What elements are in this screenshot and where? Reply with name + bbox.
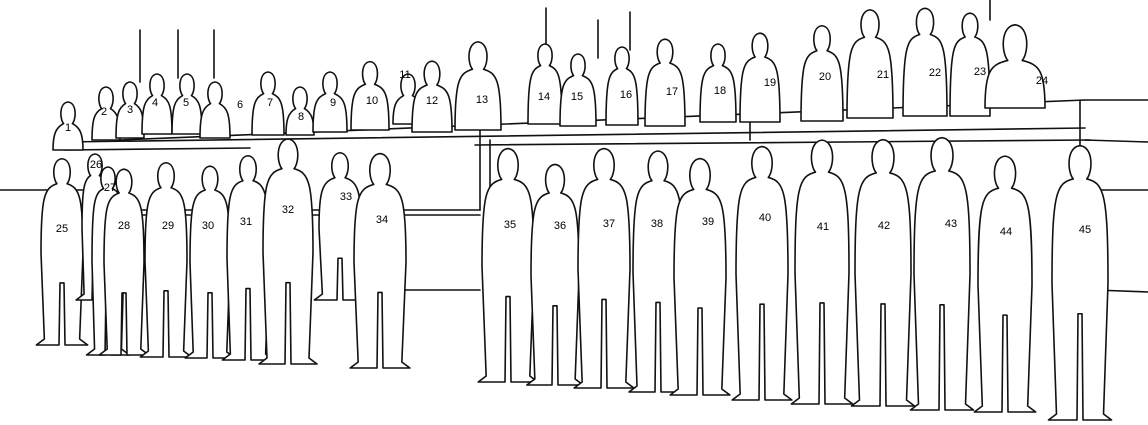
figure-number-label: 28 [118,220,130,232]
figure-number-label: 14 [538,91,550,103]
figure-number-label: 8 [298,111,304,123]
figure-number-label: 33 [340,191,352,203]
figure-number-label: 10 [366,95,378,107]
back-row-figure [606,47,638,125]
front-row-figure [1048,146,1111,420]
front-row-figure [36,159,87,345]
structure-line [65,148,250,150]
figure-number-label: 20 [819,71,831,83]
figure-number-label: 2 [101,106,107,118]
figure-number-label: 15 [571,91,583,103]
back-row-figure [950,13,990,116]
figure-number-label: 21 [877,69,889,81]
back-row-figure [645,39,685,126]
figure-number-label: 25 [56,223,68,235]
back-row-figures [53,8,1045,150]
figure-number-label: 13 [476,94,488,106]
figure-number-label: 40 [759,212,771,224]
figure-number-label: 18 [714,85,726,97]
figure-number-label: 19 [764,77,776,89]
figure-number-label: 3 [127,104,133,116]
back-row-figure [847,10,893,118]
front-row-figure [732,147,792,400]
figure-number-label: 34 [376,214,388,226]
front-row-figure [350,154,410,368]
back-row-figure [985,25,1045,108]
figure-number-label: 41 [817,221,829,233]
front-row-figure [670,159,730,395]
figure-number-label: 30 [202,220,214,232]
figure-number-label: 17 [666,86,678,98]
figure-number-label: 31 [240,216,252,228]
front-row-figures [36,138,1111,420]
figure-number-label: 1 [65,122,71,134]
figure-number-label: 4 [152,97,158,109]
front-row-figure [851,140,914,406]
figure-number-label: 37 [603,218,615,230]
figure-number-label: 12 [426,95,438,107]
figure-number-label: 22 [929,67,941,79]
figure-number-label: 24 [1036,75,1048,87]
figure-number-label: 44 [1000,226,1012,238]
figure-number-label: 42 [878,220,890,232]
front-row-figure [974,156,1035,412]
figure-number-label: 23 [974,66,986,78]
figure-number-label: 39 [702,216,714,228]
figure-number-label: 45 [1079,224,1091,236]
figure-number-label: 26 [90,159,102,171]
figure-number-label: 36 [554,220,566,232]
structure-line [1085,140,1148,142]
structure-line [475,140,1090,145]
back-row-figure [700,44,736,122]
front-row-figure [527,164,583,385]
figure-number-label: 9 [330,97,336,109]
front-row-figure [478,149,538,382]
figure-number-label: 16 [620,89,632,101]
front-row-figure [574,149,634,388]
front-row-figure [259,139,317,364]
figure-number-label: 35 [504,219,516,231]
front-row-figure [910,138,973,410]
figure-number-label: 38 [651,218,663,230]
figure-number-label: 43 [945,218,957,230]
figure-number-label: 27 [104,182,116,194]
back-row-figure [455,42,501,130]
figure-number-label: 29 [162,220,174,232]
back-row-figure [903,8,947,116]
front-row-figure [140,163,191,357]
front-row-figure [791,140,852,404]
back-row-figure [528,44,562,124]
figure-number-label: 32 [282,204,294,216]
figure-number-label: 7 [267,97,273,109]
figure-number-label: 11 [399,69,410,81]
figure-number-label: 6 [237,99,243,111]
figure-number-label: 5 [183,97,189,109]
back-row-figure [200,82,230,138]
